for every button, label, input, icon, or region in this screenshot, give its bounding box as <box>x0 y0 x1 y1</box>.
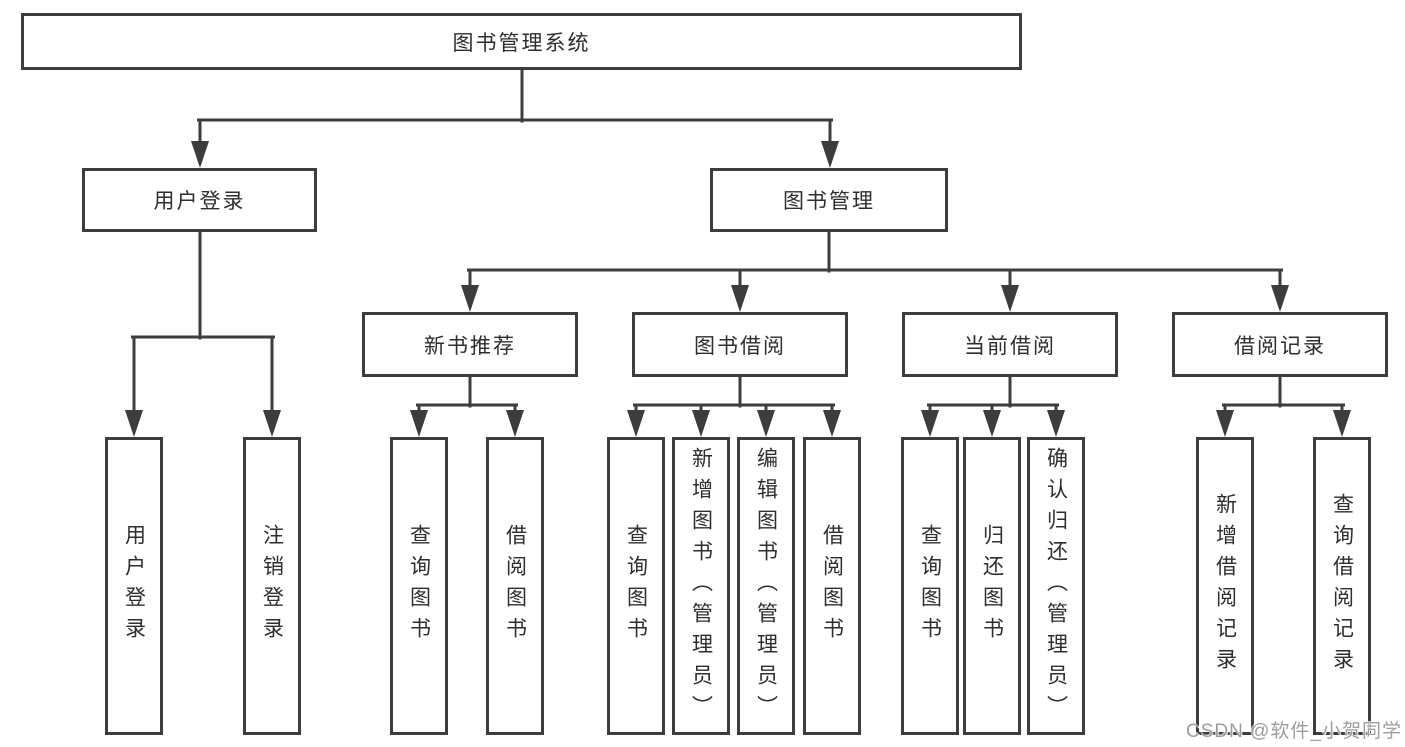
node-label: 用户登录 <box>153 190 246 213</box>
node-label: 借阅记录 <box>1234 334 1326 358</box>
leaf-borrow-books: 借阅图书 <box>803 437 861 735</box>
node-book-management: 图书管理 <box>710 168 948 232</box>
leaf-confirm-return-admin: 确认归还（管理员） <box>1027 437 1085 735</box>
leaf-query-books-recommend: 查询图书 <box>390 437 448 735</box>
node-label: 图书管理 <box>783 190 875 213</box>
leaf-query-books-borrow: 查询图书 <box>607 437 665 735</box>
leaf-return-book: 归还图书 <box>963 437 1021 735</box>
leaf-label: 查询图书 <box>407 524 431 648</box>
leaf-borrow-books-recommend: 借阅图书 <box>486 437 544 735</box>
leaf-label: 查询图书 <box>918 524 942 648</box>
leaf-logout: 注销登录 <box>243 437 301 735</box>
node-label: 图书管理系统 <box>452 31 591 55</box>
leaf-label: 归还图书 <box>980 524 1004 648</box>
node-book-borrowing: 图书借阅 <box>632 312 848 377</box>
leaf-query-borrow-record: 查询借阅记录 <box>1313 437 1371 735</box>
csdn-watermark: CSDN @软件_小贺同学 <box>1186 721 1402 742</box>
node-current-borrowing: 当前借阅 <box>902 312 1118 377</box>
leaf-label: 编辑图书（管理员） <box>754 446 778 726</box>
leaf-label: 借阅图书 <box>820 524 844 648</box>
node-label: 当前借阅 <box>964 334 1056 358</box>
leaf-label: 新增图书（管理员） <box>689 446 713 726</box>
leaf-label: 确认归还（管理员） <box>1044 446 1068 726</box>
leaf-add-borrow-record: 新增借阅记录 <box>1196 437 1254 735</box>
leaf-label: 查询图书 <box>624 524 648 648</box>
leaf-user-login: 用户登录 <box>105 437 163 735</box>
node-user-login: 用户登录 <box>82 168 317 232</box>
node-new-book-recommend: 新书推荐 <box>362 312 578 377</box>
leaf-label: 查询借阅记录 <box>1330 493 1354 679</box>
leaf-query-books-current: 查询图书 <box>901 437 959 735</box>
leaf-label: 用户登录 <box>122 524 146 648</box>
leaf-edit-book-admin: 编辑图书（管理员） <box>737 437 795 735</box>
leaf-label: 借阅图书 <box>503 524 527 648</box>
node-label: 新书推荐 <box>424 334 516 358</box>
leaf-label: 新增借阅记录 <box>1213 493 1237 679</box>
node-label: 图书借阅 <box>694 334 786 358</box>
node-borrowing-records: 借阅记录 <box>1172 312 1388 377</box>
node-library-management-system: 图书管理系统 <box>21 13 1022 70</box>
leaf-add-book-admin: 新增图书（管理员） <box>672 437 730 735</box>
leaf-label: 注销登录 <box>260 524 284 648</box>
